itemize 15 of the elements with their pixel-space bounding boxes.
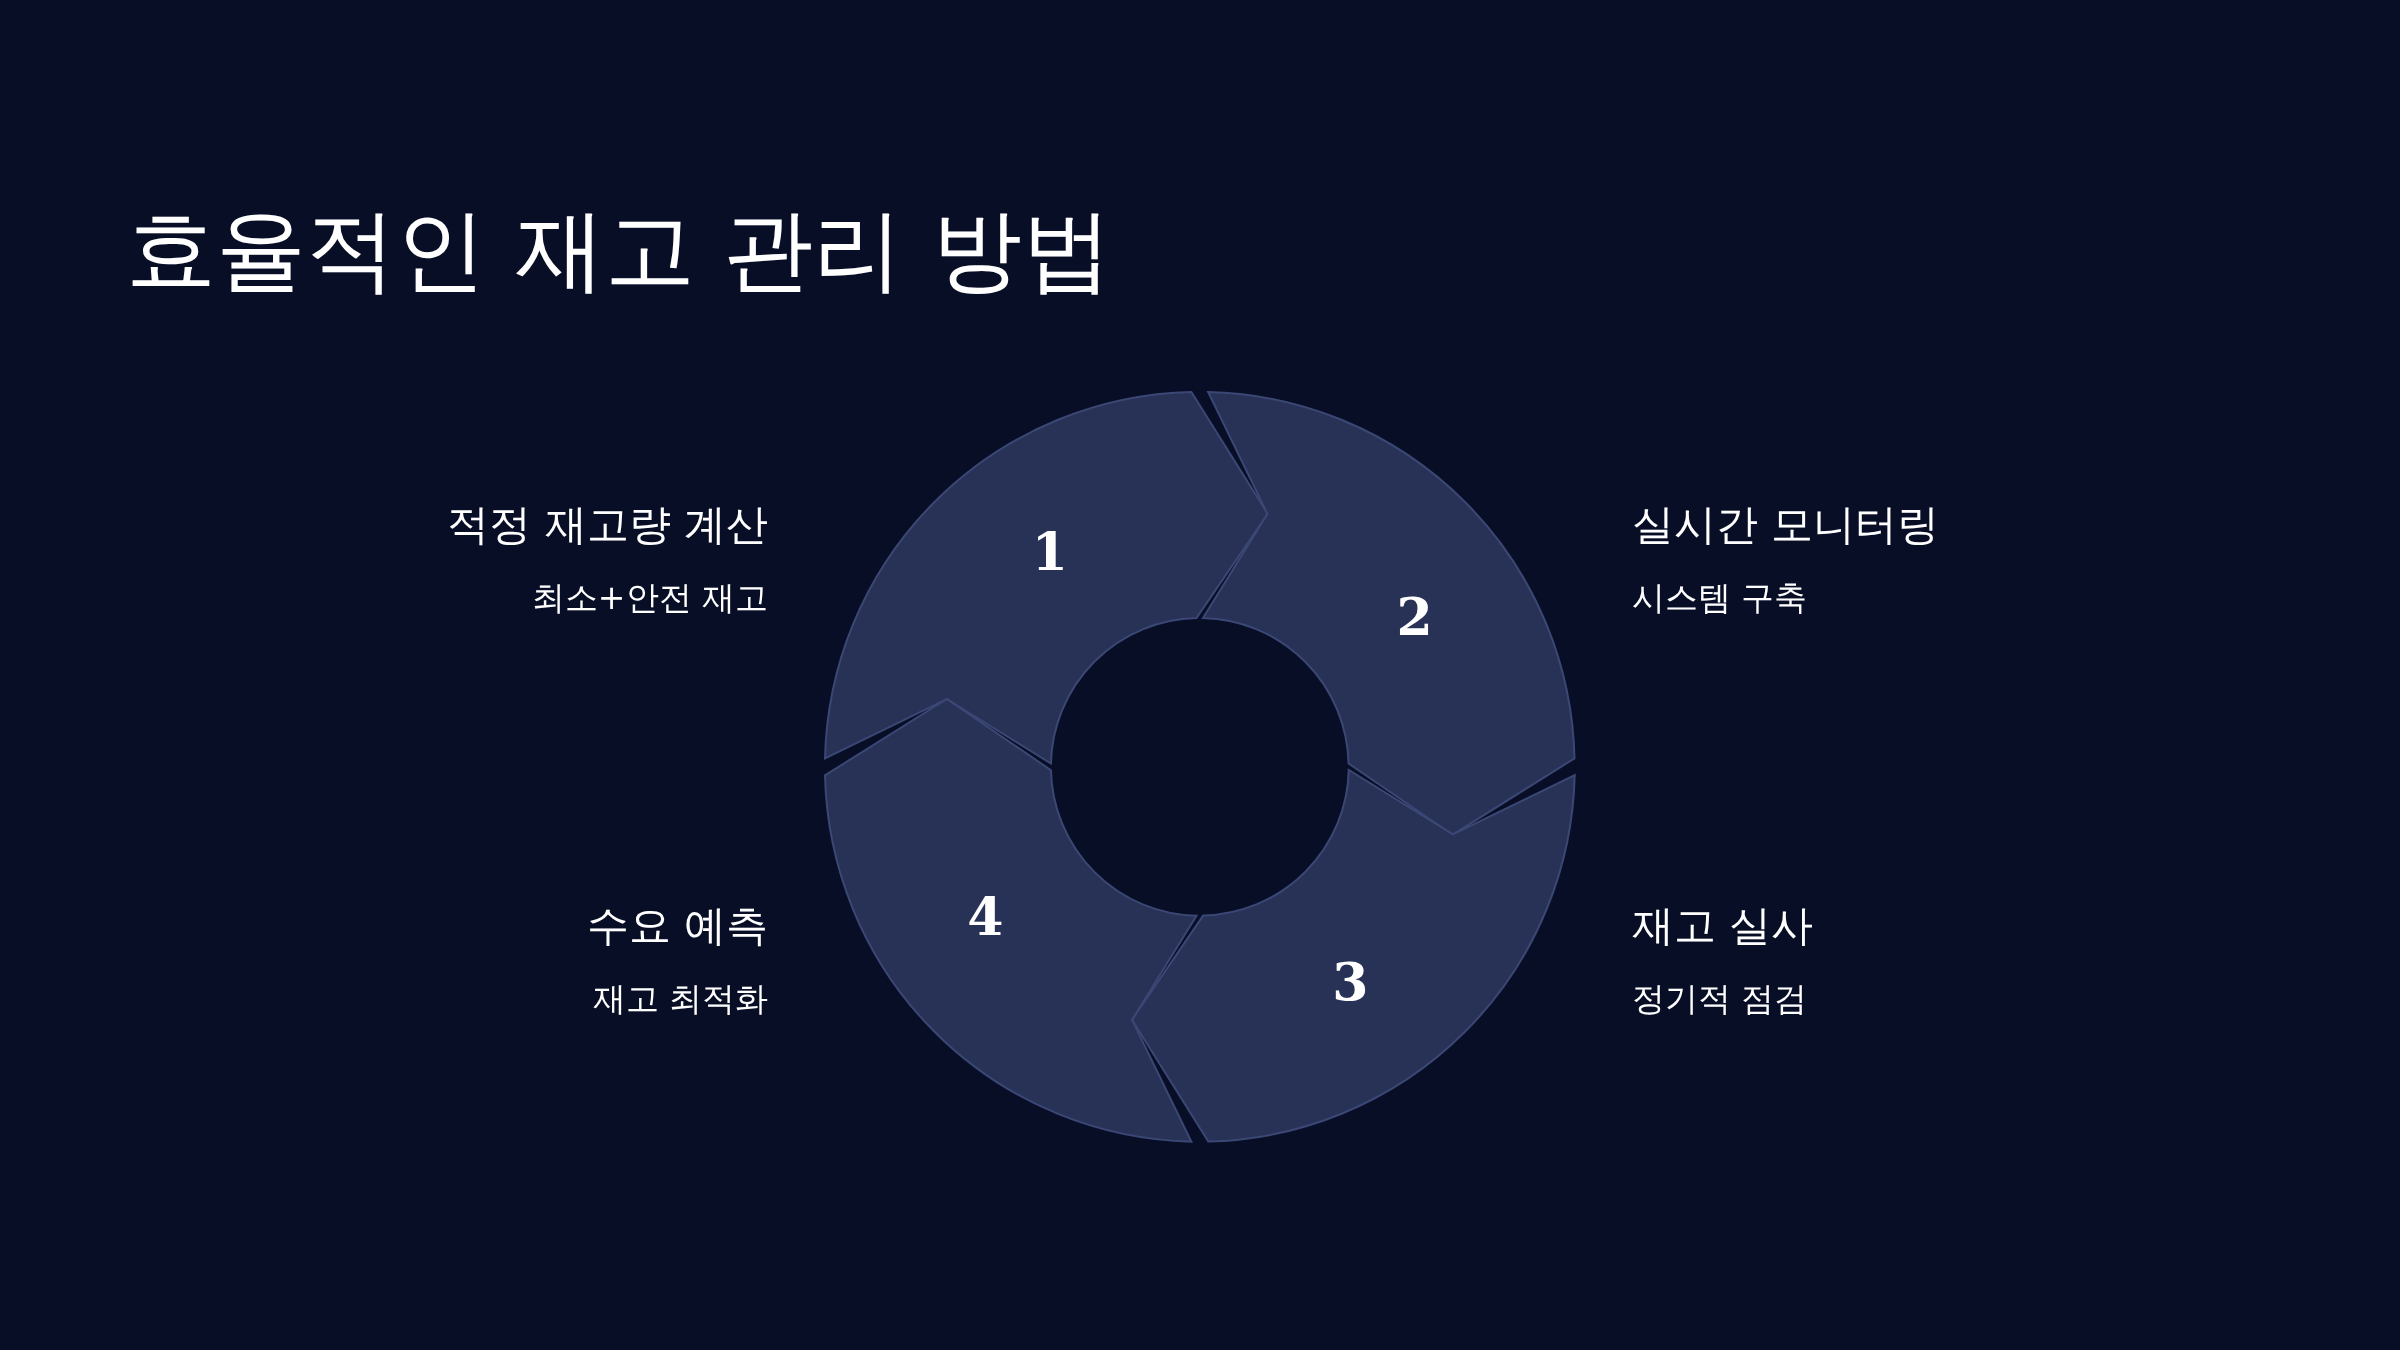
arrow-segment [1130,768,1577,1144]
step-number: 3 [1332,955,1369,1008]
step-number: 1 [1031,526,1068,579]
step-number: 2 [1396,590,1433,643]
step-title: 실시간 모니터링 [1632,500,1940,551]
step-description: 재고 최적화 [592,979,768,1019]
step-number: 4 [967,891,1004,944]
step-description: 시스템 구축 [1632,578,1808,618]
step-title: 적정 재고량 계산 [447,500,768,551]
step-description: 정기적 점검 [1632,979,1808,1019]
arrow-segment [823,697,1199,1144]
slide-title: 효율적인 재고 관리 방법 [126,200,1112,299]
step-title: 재고 실사 [1632,901,1814,952]
step-title: 수요 예측 [586,901,768,952]
step-description: 최소+안전 재고 [531,578,768,618]
